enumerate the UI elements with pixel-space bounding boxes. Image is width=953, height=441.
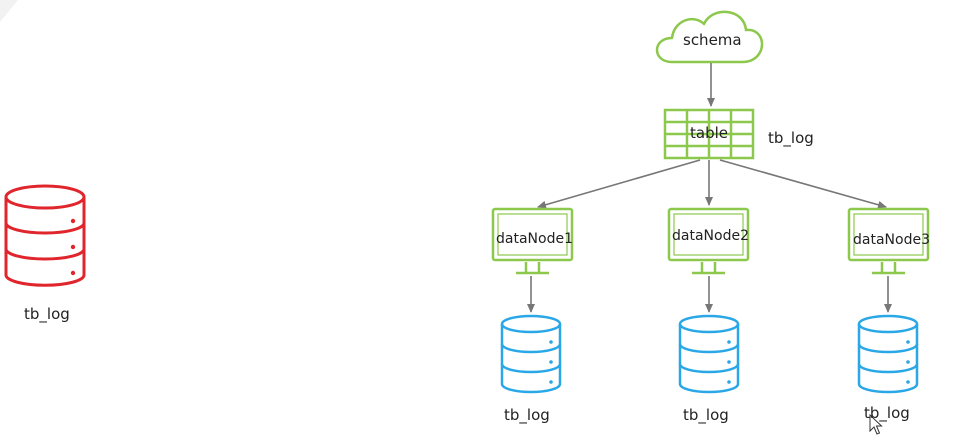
mouse-cursor-icon <box>869 413 883 435</box>
datanode3-monitor-icon <box>847 207 930 275</box>
datanode2-label: dataNode2 <box>672 228 749 244</box>
table-grid-icon <box>663 108 755 160</box>
datanode3-db-label: tb_log <box>864 404 910 422</box>
table-name-label: tb_log <box>768 129 814 147</box>
datanode3-label: dataNode3 <box>853 232 930 248</box>
schema-cloud-icon <box>655 10 764 64</box>
datanode2-database-icon <box>678 314 740 394</box>
table-label: table <box>690 124 728 142</box>
arrow-table-to-datanode1 <box>537 159 701 209</box>
datanode1-label: dataNode1 <box>496 231 573 247</box>
datanode1-monitor-icon <box>491 207 574 275</box>
corner-decoration <box>0 0 18 22</box>
schema-label: schema <box>683 31 742 49</box>
left-database-label: tb_log <box>24 305 70 323</box>
datanode3-database-icon <box>857 314 919 394</box>
datanode2-monitor-icon <box>667 207 750 275</box>
datanode1-database-icon <box>500 314 562 394</box>
datanode2-db-label: tb_log <box>683 406 729 424</box>
left-database-icon <box>4 184 86 287</box>
datanode1-db-label: tb_log <box>504 406 550 424</box>
arrow-table-to-datanode3 <box>719 159 887 209</box>
